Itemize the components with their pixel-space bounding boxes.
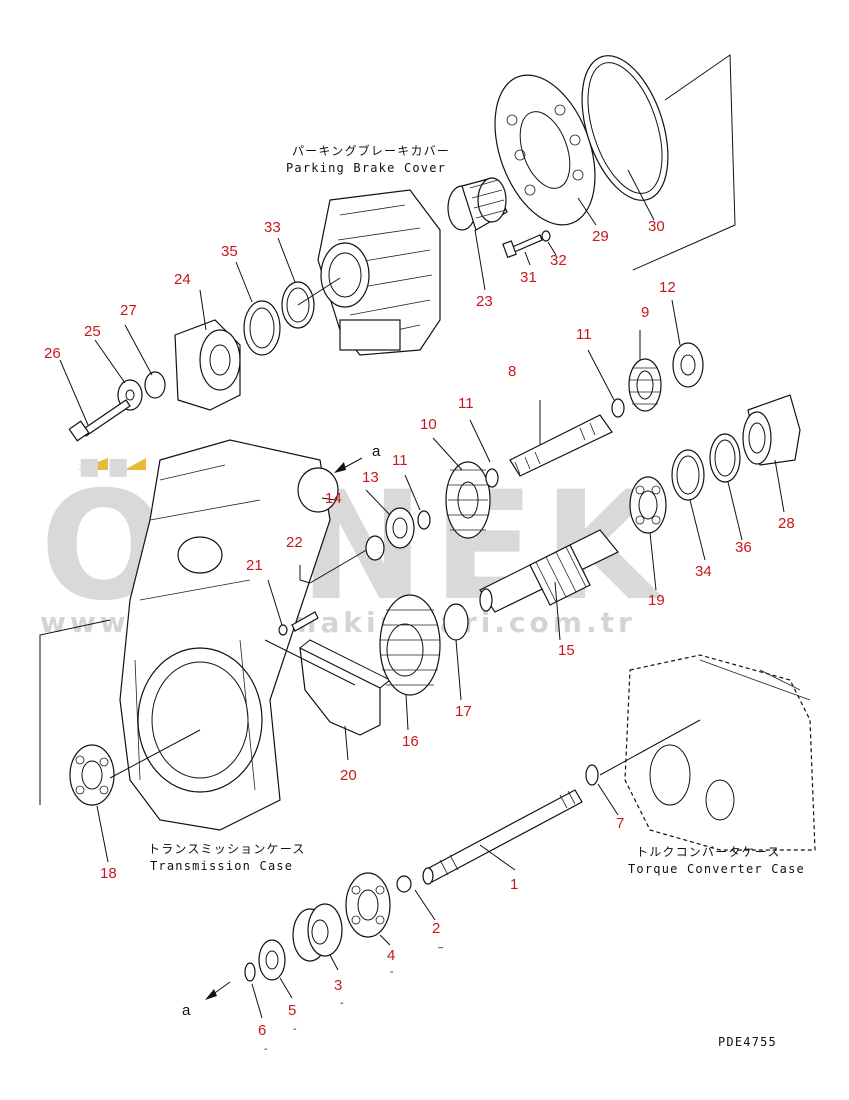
- part-label-16: 16: [402, 733, 419, 750]
- parking-brake-cover-drawing: [317, 189, 441, 356]
- part-number-labels: 1 2 3 4 5 6 7 8 9 10 11 11 11 12 13 14 1…: [44, 218, 795, 1039]
- bearing-small: [385, 507, 415, 549]
- part-label-29: 29: [592, 228, 609, 245]
- snap-ring-11-c: [611, 398, 625, 418]
- gear-10: [445, 461, 491, 539]
- part-label-18: 18: [100, 865, 117, 882]
- bolt-31-washer-32: [502, 230, 551, 259]
- part-label-4: 4: [387, 947, 395, 964]
- parking-brake-plate-29: [494, 74, 596, 226]
- part-label-12: 12: [659, 279, 676, 296]
- part-label-33: 33: [264, 219, 281, 236]
- part-label-5: 5: [288, 1002, 296, 1019]
- svg-text:a: a: [182, 1002, 191, 1019]
- part-label-17: 17: [455, 703, 472, 720]
- snap-ring-11-a: [417, 510, 431, 530]
- caption-transmission-case: トランスミッションケース Transmission Case: [148, 842, 306, 873]
- cover-20: [299, 639, 391, 736]
- part-label-22: 22: [286, 534, 303, 551]
- gear-16: [379, 594, 441, 696]
- caption-torque-converter-jp: トルクコンバータケース: [636, 845, 781, 859]
- part-label-26: 26: [44, 345, 61, 362]
- part-label-21: 21: [246, 557, 263, 574]
- seal-35: [243, 300, 281, 356]
- pin-2: [396, 875, 412, 893]
- part-label-35: 35: [221, 243, 238, 260]
- caption-torque-converter-en: Torque Converter Case: [628, 862, 805, 876]
- part-label-19: 19: [648, 592, 665, 609]
- reference-arrow-a-lower: a: [182, 981, 231, 1019]
- part-label-10: 10: [420, 416, 437, 433]
- caption-transmission-jp: トランスミッションケース: [148, 842, 306, 856]
- svg-text:a: a: [372, 443, 381, 460]
- part-label-24: 24: [174, 271, 191, 288]
- caption-parking-brake-en: Parking Brake Cover: [286, 161, 446, 175]
- thrust-washer-14: [297, 467, 339, 513]
- drawing-code: PDE4755: [718, 1035, 777, 1049]
- part-label-15: 15: [558, 642, 575, 659]
- bearing-4: [345, 872, 391, 938]
- seal-7: [585, 764, 599, 786]
- flange-28: [742, 394, 801, 466]
- spline-sleeve-23: [447, 177, 508, 231]
- part-label-8: 8: [508, 363, 516, 380]
- shim-27: [144, 371, 166, 399]
- bearing-12: [672, 342, 704, 388]
- part-label-36: 36: [735, 539, 752, 556]
- bolt-21: [278, 611, 319, 636]
- part-label-13: 13: [362, 469, 379, 486]
- gasket-30: [581, 55, 669, 201]
- svg-text:-: -: [390, 967, 394, 978]
- shaft-15: [479, 529, 619, 613]
- caption-parking-brake: パーキングブレーキカバー Parking Brake Cover: [286, 143, 450, 175]
- bearing-19: [629, 476, 667, 534]
- coupling-flange-24: [174, 319, 241, 411]
- part-label-7: 7: [616, 815, 624, 832]
- part-label-6: 6: [258, 1022, 266, 1039]
- part-label-27: 27: [120, 302, 137, 319]
- part-label-11-a: 11: [576, 326, 592, 343]
- gear-3: [292, 903, 343, 962]
- part-label-14: 14: [325, 490, 342, 507]
- bearing-9: [628, 358, 662, 412]
- part-label-23: 23: [476, 293, 493, 310]
- caption-transmission-en: Transmission Case: [150, 859, 293, 873]
- reference-arrow-a-upper: a: [334, 443, 381, 473]
- svg-text:_: _: [437, 938, 444, 949]
- part-label-11-b: 11: [458, 395, 474, 412]
- seal-36: [709, 433, 741, 483]
- snap-ring-13: [365, 535, 385, 561]
- part-label-3: 3: [334, 977, 342, 994]
- svg-text:-: -: [264, 1044, 268, 1055]
- minor-marks: _ - - - -: [264, 938, 444, 1055]
- part-label-34: 34: [695, 563, 712, 580]
- part-label-9: 9: [641, 304, 649, 321]
- input-shaft-1: [422, 789, 583, 885]
- part-label-28: 28: [778, 515, 795, 532]
- part-label-32: 32: [550, 252, 567, 269]
- part-label-25: 25: [84, 323, 101, 340]
- torque-converter-case-drawing: [624, 654, 816, 851]
- svg-text:-: -: [293, 1024, 297, 1035]
- caption-parking-brake-jp: パーキングブレーキカバー: [292, 143, 450, 158]
- leader-lines: [59, 169, 785, 1019]
- svg-text:-: -: [340, 998, 344, 1009]
- seal-34: [671, 449, 705, 501]
- snap-ring-6: [244, 962, 256, 982]
- part-label-31: 31: [520, 269, 537, 286]
- part-label-20: 20: [340, 767, 357, 784]
- snap-ring-11-b: [485, 468, 499, 488]
- caption-torque-converter-case: トルクコンバータケース Torque Converter Case: [628, 845, 805, 876]
- shaft-8: [509, 414, 613, 477]
- snap-ring-17: [443, 603, 469, 641]
- bearing-5: [258, 939, 286, 981]
- bolt-26: [68, 399, 131, 442]
- part-label-11-c: 11: [392, 452, 408, 469]
- part-label-2: 2: [432, 920, 440, 937]
- part-label-30: 30: [648, 218, 665, 235]
- bearing-18: [69, 744, 115, 806]
- part-label-1: 1: [510, 876, 518, 893]
